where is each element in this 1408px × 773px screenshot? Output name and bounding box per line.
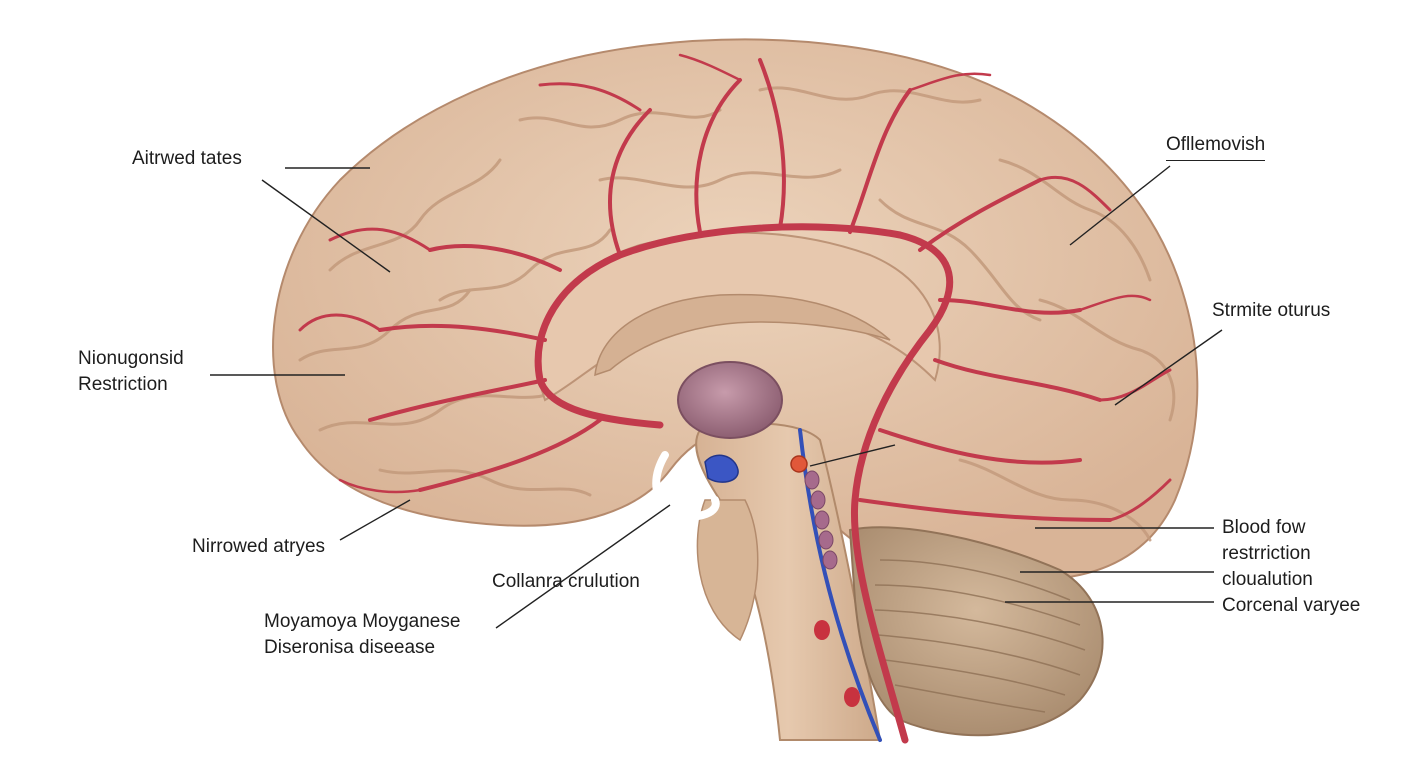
red-node-1	[814, 620, 830, 640]
gyri-folds	[298, 86, 1176, 542]
label-line: restrriction	[1222, 543, 1311, 564]
leader-lines	[210, 165, 1223, 629]
red-node-2	[844, 687, 860, 707]
cerebellum-folia	[874, 559, 1086, 713]
highlight-point	[790, 455, 808, 473]
label-ofllemovish: Ofllemovish	[1166, 132, 1266, 161]
lateral-ventricle	[594, 293, 891, 377]
label-collanra-crulution: Collanra crulution	[492, 571, 640, 592]
thalamus	[677, 361, 783, 439]
label-strmite-oturus: Strmite oturus	[1212, 300, 1331, 321]
optic-chiasm	[652, 451, 720, 521]
label-line: Restriction	[78, 374, 168, 395]
pons	[696, 499, 759, 642]
label-moyamoya-disease: Moyamoya Moyganese Diseronisa diseease	[264, 609, 460, 661]
label-line: Moyamoya Moyganese	[264, 611, 461, 632]
label-line: Corcenal varyee	[1222, 595, 1361, 616]
label-line: cloualution	[1222, 569, 1313, 590]
nodules	[804, 470, 838, 570]
label-nirrowed-atryes: Nirrowed atryes	[192, 536, 326, 557]
blue-vessel-blob	[704, 454, 739, 483]
arteries	[298, 53, 1172, 744]
label-line: Blood fow	[1222, 517, 1306, 538]
cerebellum	[848, 526, 1104, 737]
label-blood-flow-group: Blood fow restrriction cloualution Corce…	[1222, 515, 1360, 619]
label-aitrwed-tates: Aitrwed tates	[132, 148, 242, 169]
label-line: Nionugonsid	[78, 348, 184, 369]
label-nionugonsid-restriction: Nionugonsid Restriction	[78, 346, 184, 398]
label-line: Diseronisa diseease	[264, 637, 436, 658]
